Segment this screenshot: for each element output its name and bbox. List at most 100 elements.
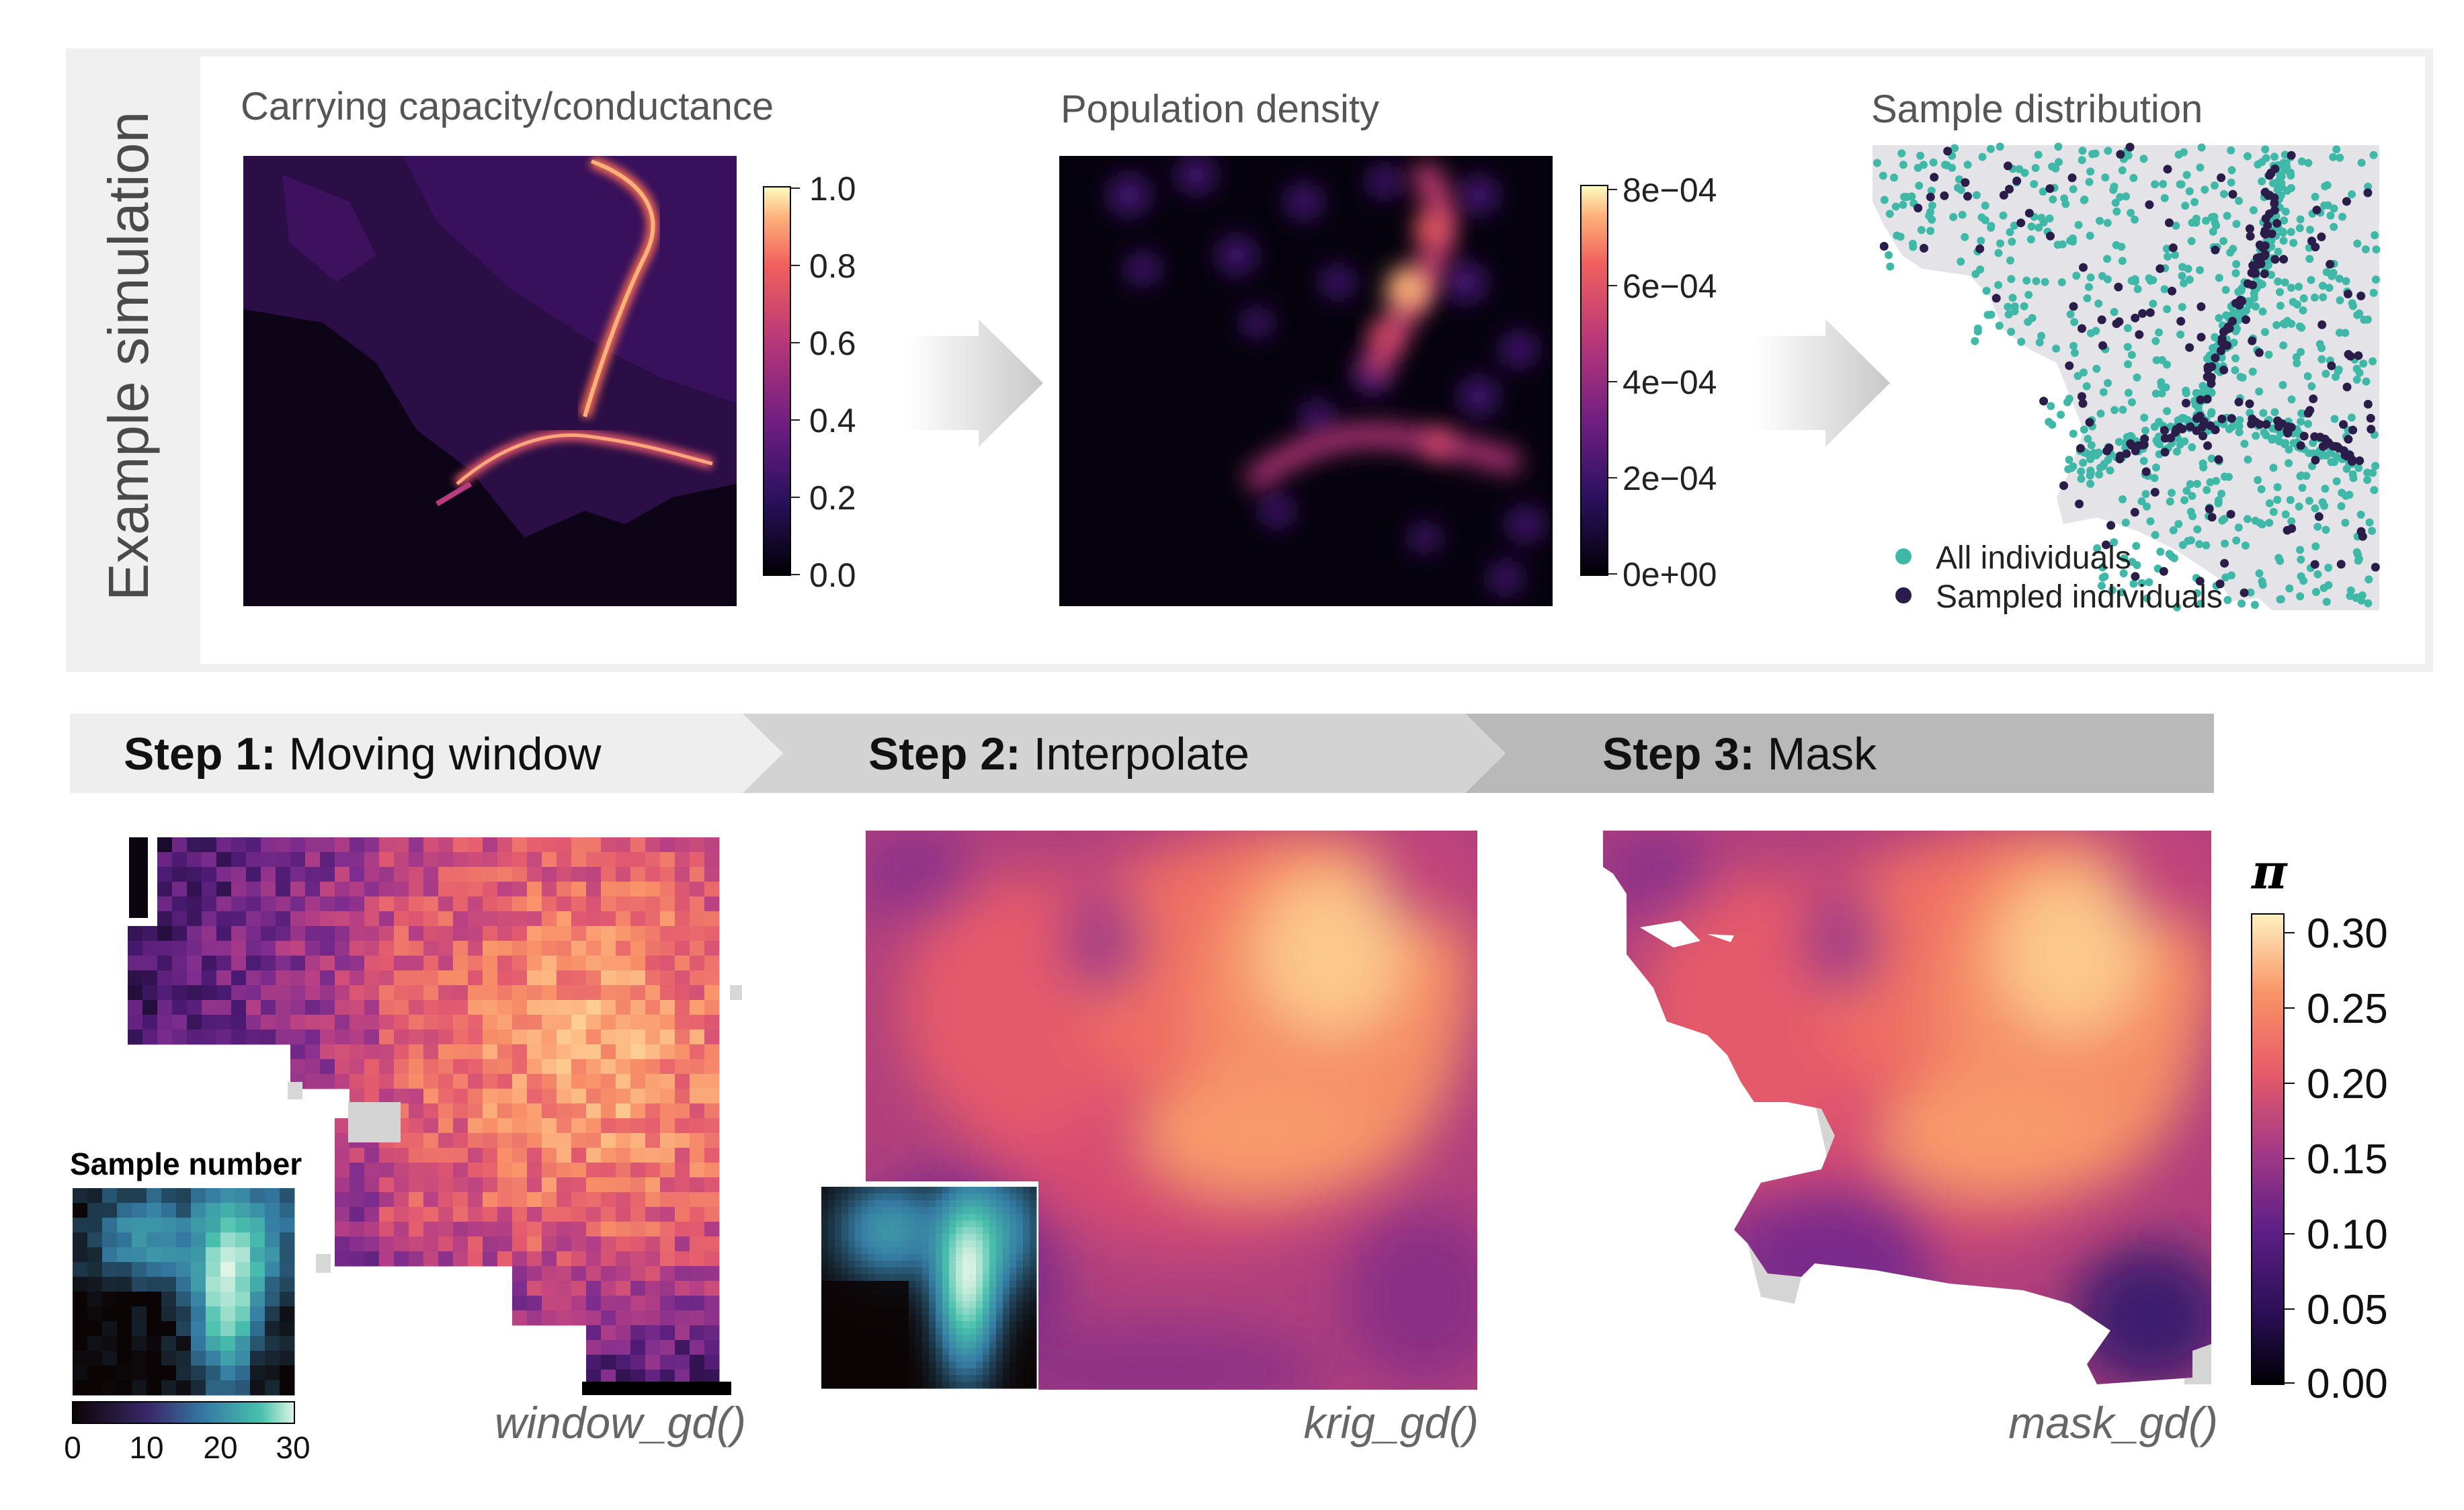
- inset-cell: [828, 1321, 835, 1329]
- window-cell: [586, 867, 602, 882]
- sample-point-sampled: [2363, 188, 2373, 198]
- inset-cell: [983, 1234, 990, 1241]
- window-cell: [276, 837, 291, 853]
- window-cell: [660, 1148, 675, 1163]
- window-cell: [630, 1236, 646, 1252]
- sample-point-all: [2297, 417, 2305, 426]
- sample-point-all: [2088, 150, 2097, 159]
- window-cell: [586, 1044, 602, 1060]
- inset-cell: [969, 1382, 977, 1389]
- window-cell: [616, 1148, 631, 1163]
- inset-cell: [868, 1348, 876, 1355]
- sample-point-all: [2098, 563, 2107, 572]
- sample-point-all: [2137, 497, 2146, 505]
- sample-point-all: [2342, 277, 2350, 286]
- inset-cell: [909, 1301, 916, 1308]
- sample-point-sampled: [2342, 197, 2351, 206]
- window-cell: [601, 896, 616, 912]
- inset-cell: [929, 1348, 936, 1355]
- inset-cell: [949, 1368, 956, 1376]
- inset-cell: [73, 1203, 88, 1218]
- window-cell: [423, 1177, 439, 1193]
- inset-cell: [1030, 1328, 1037, 1335]
- inset-cell: [956, 1335, 963, 1342]
- window-cell: [305, 1030, 321, 1045]
- inset-cell: [909, 1241, 916, 1248]
- window-cell: [246, 941, 261, 956]
- window-cell: [350, 1148, 365, 1163]
- inset-cell: [280, 1277, 295, 1292]
- inset-cell: [117, 1188, 132, 1204]
- sample-point-all: [2173, 448, 2181, 456]
- window-cell: [704, 1296, 720, 1311]
- inset-cell: [161, 1321, 177, 1337]
- inset-cell: [235, 1232, 251, 1248]
- inset-cell: [976, 1261, 983, 1268]
- inset-cell: [875, 1234, 882, 1241]
- window-cell: [527, 1163, 542, 1178]
- sample-point-all: [2273, 495, 2282, 504]
- window-cell: [202, 867, 217, 882]
- sample-point-sampled: [2355, 456, 2365, 466]
- inset-cell: [1030, 1227, 1037, 1234]
- inset-cell: [1016, 1328, 1024, 1335]
- sample-point-all: [2045, 417, 2053, 426]
- window-cell: [483, 1044, 498, 1060]
- inset-cell: [821, 1274, 829, 1282]
- inset-cell: [882, 1294, 889, 1302]
- inset-cell: [949, 1254, 956, 1261]
- inset-tick-label: 0: [64, 1430, 81, 1465]
- inset-cell: [942, 1207, 950, 1214]
- window-cell: [586, 1236, 602, 1252]
- inset-cell: [949, 1200, 956, 1208]
- window-cell: [557, 1177, 572, 1193]
- inset-cell: [841, 1341, 849, 1349]
- window-panel: Sample number 0 10 20 30 window_gd(): [64, 837, 746, 1465]
- window-cell: [202, 837, 217, 853]
- inset-cell: [265, 1321, 280, 1337]
- inset-cell: [1010, 1234, 1017, 1241]
- window-cell: [468, 1148, 483, 1163]
- inset-cell: [862, 1294, 869, 1302]
- inset-cell: [889, 1281, 896, 1288]
- inset-cell: [882, 1267, 889, 1275]
- inset-cell: [147, 1232, 162, 1248]
- inset-cell: [875, 1267, 882, 1275]
- sample-point-all: [2145, 578, 2153, 587]
- inset-cell: [848, 1267, 856, 1275]
- window-cell: [128, 970, 143, 986]
- window-cell: [379, 837, 395, 853]
- inset-cell: [909, 1207, 916, 1214]
- inset-cell: [191, 1380, 206, 1396]
- sample-point-sampled: [2321, 440, 2330, 450]
- window-cell: [261, 926, 276, 941]
- window-cell: [483, 1089, 498, 1104]
- sample-point-all: [2022, 276, 2031, 285]
- inset-cell: [875, 1193, 882, 1201]
- window-cell: [557, 1044, 572, 1060]
- sample-point-all: [2270, 153, 2278, 161]
- window-cell: [379, 985, 395, 1001]
- window-cell: [542, 1074, 557, 1089]
- inset-cell: [235, 1380, 251, 1396]
- inset-cell: [922, 1254, 930, 1261]
- window-cell: [409, 985, 424, 1001]
- inset-cell: [969, 1348, 977, 1355]
- window-cell: [305, 926, 321, 941]
- inset-cell: [962, 1193, 970, 1201]
- window-cell: [601, 1133, 616, 1148]
- window-cell: [202, 970, 217, 986]
- sample-point-all: [2153, 438, 2162, 447]
- inset-cell: [206, 1188, 221, 1204]
- inset-cell: [949, 1335, 956, 1342]
- inset-cell: [929, 1355, 936, 1362]
- inset-cell: [875, 1368, 882, 1376]
- inset-cell: [969, 1341, 977, 1349]
- window-cell: [645, 1251, 661, 1267]
- window-cell: [630, 926, 646, 941]
- inset-cell: [1010, 1187, 1017, 1194]
- sample-point-all: [2090, 449, 2098, 458]
- inset-cell: [936, 1368, 943, 1376]
- legend-sampled-marker: [1895, 587, 1912, 603]
